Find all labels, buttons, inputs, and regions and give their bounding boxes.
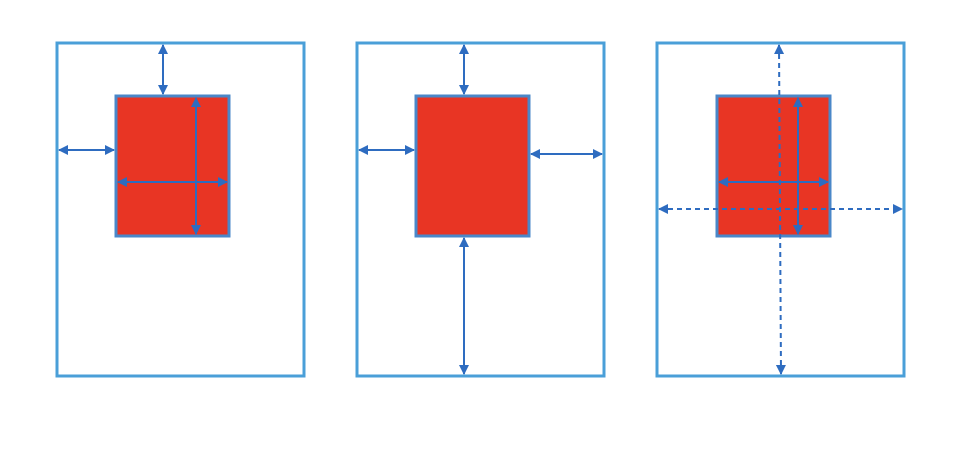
outer-frame-2 — [355, 41, 606, 378]
panel-2 — [355, 41, 606, 378]
panel-3 — [655, 41, 906, 378]
inner-box-3 — [715, 94, 832, 238]
outer-frame-1 — [55, 41, 306, 378]
panel-1 — [55, 41, 306, 378]
inner-box-1 — [114, 94, 231, 238]
dashed-arrow-frame-height-3 — [774, 44, 786, 375]
inner-box-2 — [414, 94, 531, 238]
outer-frame-3 — [655, 41, 906, 378]
